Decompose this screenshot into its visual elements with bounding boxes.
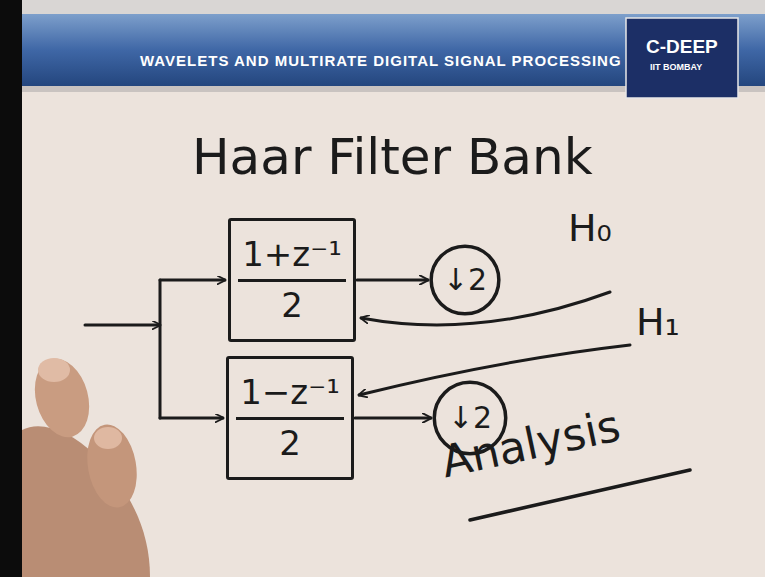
downsampler-circle: ↓2 (432, 380, 508, 456)
transfer-denominator: 2 (275, 424, 305, 463)
signal-arrow (355, 417, 431, 420)
downsample-factor: ↓2 (443, 263, 487, 298)
signal-arrow (357, 279, 428, 282)
filter-box: 1+z⁻¹ 2 (228, 218, 356, 342)
node-content: ↓2 (443, 263, 487, 298)
hand (22, 353, 150, 577)
input-split (85, 280, 225, 418)
title: Haar Filter Bank (192, 128, 593, 186)
node-content: ↓2 (448, 401, 492, 436)
node-content: 1−z⁻¹ 2 (236, 373, 344, 462)
leader-arrows (359, 292, 630, 395)
logo-institute: IIT BOMBAY (650, 62, 702, 72)
node-content: 1+z⁻¹ 2 (238, 235, 346, 324)
logo-name: C-DEEP (646, 36, 718, 58)
filter-box: 1−z⁻¹ 2 (226, 356, 354, 480)
board-top (0, 0, 765, 14)
circle-outline (431, 246, 499, 314)
banner-title: WAVELETS AND MULTIRATE DIGITAL SIGNAL PR… (140, 52, 622, 69)
transfer-numerator: 1+z⁻¹ (238, 235, 346, 281)
downsample-factor: ↓2 (448, 401, 492, 436)
transfer-numerator: 1−z⁻¹ (236, 373, 344, 419)
filter-name: H₀ (568, 206, 612, 250)
black-edge (0, 0, 22, 577)
underline (470, 470, 690, 520)
downsampler-circle: ↓2 (429, 244, 501, 316)
circle-outline (434, 382, 505, 453)
transfer-denominator: 2 (277, 286, 307, 325)
filter-name: H₁ (636, 300, 680, 344)
logo-box (626, 18, 738, 98)
